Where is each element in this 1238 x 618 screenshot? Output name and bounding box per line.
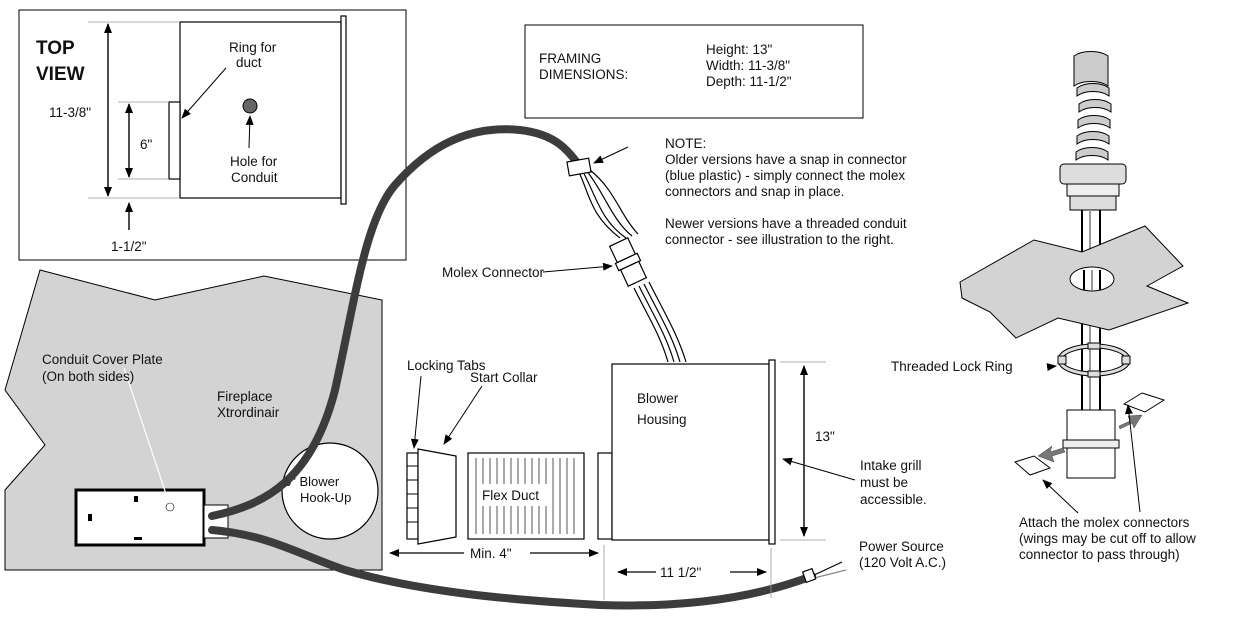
framing-width: Width: 11-3/8" bbox=[706, 58, 790, 73]
min-distance-label: Min. 4" bbox=[470, 546, 512, 561]
power-source-clamp bbox=[801, 567, 817, 584]
height-dimension-label: 13" bbox=[815, 429, 835, 444]
top-view-title-line1: TOP bbox=[36, 38, 75, 59]
top-view-conduit-hole bbox=[242, 98, 258, 114]
framing-label-line1: FRAMING bbox=[539, 51, 601, 66]
intake-grill-label-line2: must be bbox=[860, 475, 908, 490]
blower-housing-label-line2: Housing bbox=[637, 412, 687, 427]
top-view-offset-label: 1-1/2" bbox=[111, 239, 147, 254]
flexible-conduit-coil bbox=[1073, 51, 1112, 161]
depth-dimension-label: 11 1/2" bbox=[660, 565, 702, 580]
locking-tabs-label: Locking Tabs bbox=[407, 358, 486, 373]
note-line1: NOTE: bbox=[665, 136, 706, 151]
blower-duct-ring bbox=[597, 452, 613, 540]
top-view-width-label: 11-3/8" bbox=[49, 105, 91, 120]
lower-conduit bbox=[208, 526, 816, 610]
start-collar bbox=[417, 448, 457, 545]
attach-label-line1: Attach the molex connectors bbox=[1019, 515, 1190, 530]
top-view-housing bbox=[179, 21, 342, 199]
conduit-cover-label-line1: Conduit Cover Plate bbox=[42, 352, 163, 367]
snap-connector bbox=[566, 157, 592, 177]
conduit-cover-label-line2: (On both sides) bbox=[42, 369, 134, 384]
power-source-label-line1: Power Source bbox=[859, 539, 944, 554]
threaded-connector-detail: Threaded Lock Ring Attach the molex conn… bbox=[891, 51, 1196, 562]
attach-label-line2: (wings may be cut off to allow bbox=[1019, 531, 1196, 546]
upper-conduit bbox=[208, 125, 582, 520]
hookup-label-line1: 6" Blower bbox=[284, 474, 340, 489]
framing-height: Height: 13" bbox=[706, 42, 773, 57]
note-line4: connectors and snap in place. bbox=[665, 184, 844, 199]
duct-assembly: Flex Duct Locking Tabs Start Collar Min.… bbox=[389, 358, 605, 600]
ring-for-duct-label-line1: Ring for bbox=[229, 40, 277, 55]
framing-label-line2: DIMENSIONS: bbox=[539, 67, 628, 82]
threaded-lock-ring-label: Threaded Lock Ring bbox=[891, 359, 1013, 374]
blower-housing-box bbox=[611, 363, 770, 541]
note-text: NOTE: Older versions have a snap in conn… bbox=[442, 136, 907, 280]
top-view-title-line2: VIEW bbox=[36, 64, 85, 85]
attach-label-line3: connector to pass through) bbox=[1019, 547, 1180, 562]
hole-for-conduit-label-line2: Conduit bbox=[231, 170, 278, 185]
start-collar-label: Start Collar bbox=[470, 370, 538, 385]
fireplace-label-line1: Fireplace bbox=[217, 389, 273, 404]
ring-for-duct-label-line2: duct bbox=[236, 55, 262, 70]
note-line6: connector - see illustration to the righ… bbox=[665, 232, 894, 247]
conduit-cables bbox=[208, 125, 847, 610]
intake-grill-label-line3: accessible. bbox=[860, 492, 927, 507]
note-line3: (blue plastic) - simply connect the mole… bbox=[665, 168, 905, 183]
blower-housing-label-line1: Blower bbox=[637, 391, 679, 406]
note-line2: Older versions have a snap in connector bbox=[665, 152, 907, 167]
flex-duct-label: Flex Duct bbox=[482, 488, 539, 503]
connector-fitting bbox=[1059, 163, 1127, 185]
note-line5: Newer versions have a threaded conduit bbox=[665, 216, 907, 231]
molex-connector bbox=[608, 237, 648, 287]
intake-grill-label-line1: Intake grill bbox=[860, 458, 922, 473]
hole-for-conduit-label-line1: Hole for bbox=[230, 154, 278, 169]
fireplace-body: Conduit Cover Plate (On both sides) Fire… bbox=[4, 269, 383, 571]
power-source-label-line2: (120 Volt A.C.) bbox=[859, 555, 946, 570]
conduit-cover-plate bbox=[74, 488, 206, 547]
top-view-ring-label: 6" bbox=[140, 137, 153, 152]
molex-connector-label: Molex Connector bbox=[442, 265, 545, 280]
top-view-duct-ring bbox=[168, 101, 181, 180]
left-wing bbox=[1013, 455, 1052, 476]
molex-connector-upper bbox=[1066, 409, 1116, 441]
framing-dimensions-box: FRAMING DIMENSIONS: Height: 13" Width: 1… bbox=[524, 24, 864, 119]
blower-housing: Blower Housing 13" Intake grill must be … bbox=[597, 359, 946, 598]
molex-connector-lower bbox=[1066, 447, 1116, 479]
fireplace-label-line2: Xtrordinair bbox=[217, 405, 280, 420]
intake-grill bbox=[768, 359, 776, 545]
right-wing bbox=[1122, 392, 1166, 413]
hookup-label-line2: Hook-Up bbox=[300, 490, 351, 505]
top-view-grill-flange bbox=[340, 15, 347, 205]
top-view-panel: TOP VIEW Ring for duct Hole for Conduit … bbox=[18, 9, 407, 261]
framing-depth: Depth: 11-1/2" bbox=[706, 74, 792, 89]
blower-hookup-circle bbox=[281, 442, 379, 540]
